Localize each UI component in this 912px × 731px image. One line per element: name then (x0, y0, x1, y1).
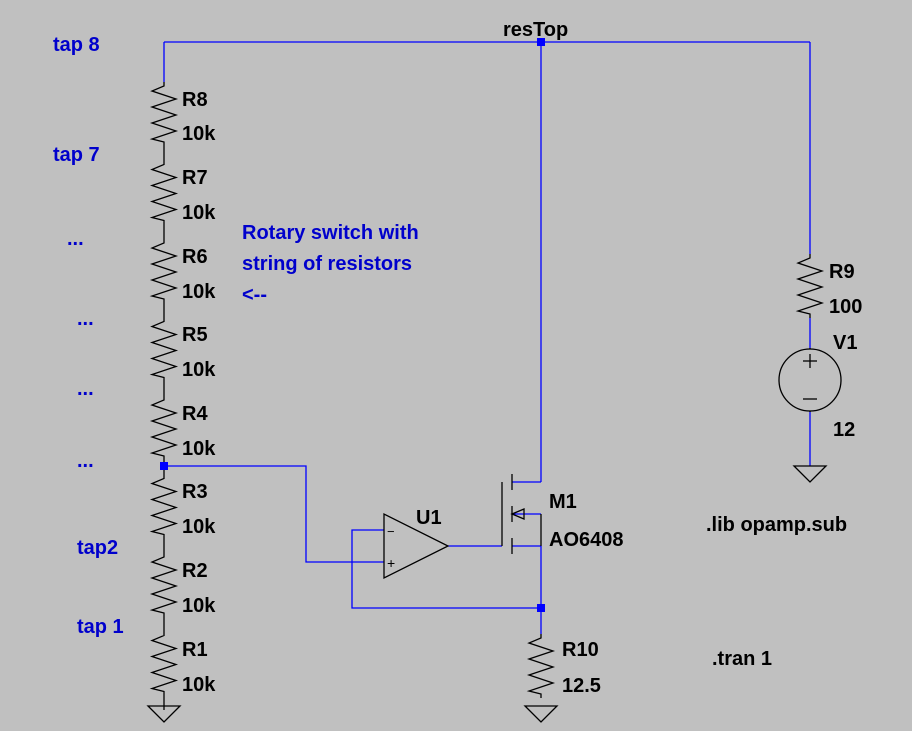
ground-icon-r10 (523, 705, 559, 723)
m1-model: AO6408 (549, 529, 624, 551)
tap-dots-3: ... (77, 378, 94, 400)
r8-value: 10k (182, 123, 216, 145)
tap-7-label: tap 7 (53, 144, 100, 166)
r1-value: 10k (182, 674, 216, 696)
opamp-plus-label: + (387, 555, 395, 571)
junctions (160, 38, 545, 612)
resistor-r3[interactable] (149, 474, 179, 554)
tap-comments: tap 8 tap 7 ... ... ... ... tap2 tap 1 (53, 34, 124, 638)
tap-1-label: tap 1 (77, 616, 124, 638)
ground-icon-v1 (792, 465, 828, 483)
comment-line-2: string of resistors (242, 253, 412, 275)
tran-directive[interactable]: .tran 1 (712, 648, 772, 670)
r3-value: 10k (182, 516, 216, 538)
r7-name: R7 (182, 167, 208, 189)
resistor-string (149, 82, 179, 711)
r3-name: R3 (182, 481, 208, 503)
comment-line-3: <-- (242, 284, 267, 306)
resistor-r10[interactable] (526, 634, 556, 698)
r1-name: R1 (182, 639, 208, 661)
tap-dots-1: ... (67, 228, 84, 250)
r9-value: 100 (829, 296, 862, 318)
ground-icon-r1 (146, 705, 182, 723)
mosfet-arrow-icon (510, 508, 525, 520)
r8-name: R8 (182, 89, 208, 111)
r4-name: R4 (182, 403, 208, 425)
r9-name: R9 (829, 261, 855, 283)
mosfet-m1[interactable] (501, 474, 542, 554)
lib-directive[interactable]: .lib opamp.sub (706, 514, 847, 536)
junction-dot-tap (160, 462, 168, 470)
r4-value: 10k (182, 438, 216, 460)
resistor-r7[interactable] (149, 160, 179, 240)
resistor-r9[interactable] (795, 254, 825, 318)
junction-dot-source (537, 604, 545, 612)
tap-2-label: tap2 (77, 537, 118, 559)
tap-8-label: tap 8 (53, 34, 100, 56)
net-label-restop: resTop (503, 19, 568, 41)
resistor-labels: R8 10k R7 10k R6 10k R5 10k R4 10k R3 10… (182, 19, 862, 697)
r6-value: 10k (182, 281, 216, 303)
wires (163, 41, 811, 634)
r10-name: R10 (562, 639, 599, 661)
resistor-r4[interactable] (149, 396, 179, 475)
opamp-minus-label: − (387, 524, 395, 539)
v1-value: 12 (833, 419, 855, 441)
resistor-r6[interactable] (149, 239, 179, 318)
r6-name: R6 (182, 246, 208, 268)
wire-feedback (351, 529, 541, 609)
r2-name: R2 (182, 560, 208, 582)
resistor-r1[interactable] (149, 631, 179, 711)
u1-name: U1 (416, 507, 442, 529)
tap-dots-2: ... (77, 308, 94, 330)
r5-name: R5 (182, 324, 208, 346)
switch-comment: Rotary switch with string of resistors <… (242, 222, 419, 306)
comment-line-1: Rotary switch with (242, 222, 419, 244)
resistor-r8[interactable] (149, 82, 179, 161)
r5-value: 10k (182, 359, 216, 381)
junction-dot-restop (537, 38, 545, 46)
v1-name: V1 (833, 332, 857, 354)
opamp-u1[interactable]: − + (383, 512, 450, 580)
tap-dots-4: ... (77, 450, 94, 472)
ground-symbols (146, 465, 828, 723)
r10-value: 12.5 (562, 675, 601, 697)
m1-name: M1 (549, 491, 577, 513)
r2-value: 10k (182, 595, 216, 617)
r7-value: 10k (182, 202, 216, 224)
resistor-r2[interactable] (149, 553, 179, 632)
spice-directives: .lib opamp.sub .tran 1 (706, 514, 847, 670)
resistor-r5[interactable] (149, 317, 179, 397)
wire-tap-to-opamp (164, 465, 384, 563)
voltage-source-v1[interactable] (778, 348, 842, 412)
